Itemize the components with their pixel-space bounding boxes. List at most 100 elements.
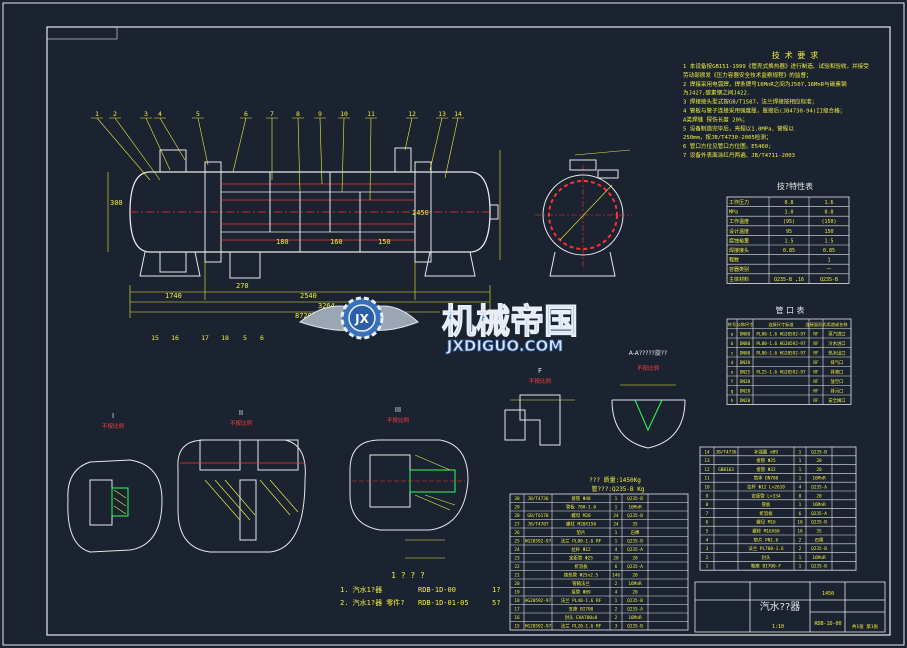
parts-list-cell: 16MnR <box>628 505 642 511</box>
nozzle-cell: b <box>731 341 734 347</box>
nozzle-cell: PL80-1.6 HG20592-97 <box>756 332 806 338</box>
tech-table-value: 0.8 <box>784 200 793 206</box>
parts-list-cell: 35 <box>816 529 822 535</box>
nozzle-cell: d <box>731 360 734 366</box>
parts-list-cell: 24 <box>613 513 619 519</box>
main-dim-texts: 1740 270 2540 8720 3264 180 160 150 300 … <box>110 199 429 320</box>
parts-list-cell: 16 <box>514 615 520 621</box>
parts-list-cell: 补强圈 d89 <box>754 448 778 455</box>
nozzle-cell: c <box>731 352 734 357</box>
dim-text: 300 <box>110 199 123 207</box>
parts-list-cell: 垫片 PN1.6 <box>754 536 779 543</box>
parts-list-cell: Q235-B <box>627 598 643 604</box>
nozzle-header-cell: 公称尺寸 <box>737 321 754 328</box>
parts-list-cell: 2 <box>706 555 709 561</box>
part-callout: 10 <box>340 110 348 118</box>
right-saddle <box>424 251 476 277</box>
parts-list-cell: 12 <box>704 467 710 473</box>
parts-list-cell: HG20592-97 <box>525 624 552 630</box>
parts-list-cell: 24 <box>613 522 619 528</box>
parts-list-cell: 2 <box>615 615 618 621</box>
parts-list-cell: 3 <box>615 624 618 630</box>
parts-list-cell: 16MnR <box>812 555 826 561</box>
detail-3-label: III <box>395 406 401 414</box>
part-callout: 5 <box>243 334 247 342</box>
parts-list-cell: 1 <box>799 502 802 508</box>
dim-text: 180 <box>276 238 289 246</box>
part-callout: 2 <box>113 110 117 118</box>
tech-requirements-list: 1 本设备按GB151-1999《管壳式换热器》进行制造、试验和验收，并接受 劳… <box>683 62 869 159</box>
right-tubesheet <box>414 161 432 263</box>
parts-list-cell: Q235-A <box>811 485 827 491</box>
detail-view-1: I 不按比例 <box>67 412 163 553</box>
part-callout: 9 <box>318 110 322 118</box>
dim-text: 3264 <box>318 302 335 310</box>
parts-list-cell: 3 <box>706 546 709 552</box>
parts-list-cell: 30 <box>514 496 520 502</box>
nozzle-cell: DN20 <box>740 398 751 404</box>
tech-requirement-line: 4 管板与管子连接采用强度胀，胀接后(JB4730-94)II级合格； <box>683 107 845 115</box>
parts-list-cell: 石棉 <box>631 529 640 536</box>
parts-list-cell: 23 <box>514 556 520 562</box>
nozzle-d <box>159 251 187 273</box>
tech-table-label: 焊接接头 <box>729 247 749 254</box>
parts-list-cell: 法兰 PL80-1.6 RF <box>561 538 602 545</box>
parts-list-cell: 2 <box>799 546 802 552</box>
parts-list-cell: 1 <box>615 539 618 545</box>
part-callout: 5 <box>196 110 200 118</box>
nozzle-cell: RF <box>813 360 819 366</box>
tech-table-label: 设计温度 <box>729 228 749 235</box>
nozzle-cell: RF <box>813 341 819 347</box>
nozzle-cell: DN80 <box>740 351 751 357</box>
tech-table-value: 1.6 <box>824 200 833 206</box>
parts-list-cell: 接管 Φ25 <box>756 457 776 464</box>
parts-list-cell: 4 <box>799 485 802 491</box>
part-callout: 13 <box>438 110 446 118</box>
detail-view-f: F 不按比例 <box>504 367 575 446</box>
section-aa-label: A-A?????旋?? <box>629 349 667 357</box>
parts-list-cell: 20 <box>816 458 822 464</box>
parts-list-cell: Q235-A <box>811 511 827 517</box>
nozzle-cell: 蒸汽进口 <box>828 331 845 338</box>
nozzle-table-title: 管 口 表 <box>775 305 804 315</box>
left-tubesheet <box>204 161 222 263</box>
tech-table-value: 1.5 <box>784 238 793 244</box>
title-scale: 1:10 <box>772 624 784 630</box>
dim-text: 2540 <box>300 292 317 300</box>
ref-drawings-title: 1 ? ? ? <box>391 571 425 580</box>
parts-list-cell: Q235-B <box>627 539 643 545</box>
dim-text: 150 <box>378 238 391 246</box>
tech-table-label: 容器类别 <box>729 266 749 273</box>
parts-list-cell: 16MnR <box>628 615 642 621</box>
parts-list-cell: 1 <box>799 449 802 455</box>
parts-list-cell: 6 <box>799 511 802 517</box>
nozzle-cell: 放空口 <box>831 378 844 385</box>
parts-list-cell: 25 <box>514 539 520 545</box>
parts-list-cell: JB/T4707 <box>527 522 549 528</box>
parts-list-cell: 1 <box>615 530 618 536</box>
parts-list-cell: 19 <box>514 590 520 596</box>
tech-requirement-line: 2 焊接采用电弧焊，焊条牌号16MnR之间为J507,16MnR与碳素钢 <box>683 80 847 88</box>
tech-table-label: MPa <box>729 210 738 216</box>
nozzle-cell: DN80 <box>740 341 751 347</box>
parts-list-cell: 法兰 PL40-1.6 RF <box>561 597 602 604</box>
parts-list-cell: 20 <box>632 573 638 579</box>
parts-list-cell: 1 <box>799 555 802 561</box>
parts-list-cell: Q235-B <box>811 520 827 526</box>
nozzle-cell: g <box>731 390 734 395</box>
corner-tag <box>46 26 118 40</box>
detail-2-label: II <box>239 409 243 417</box>
part-callout: 14 <box>454 110 462 118</box>
watermark-name: 机械帝国 <box>442 302 578 342</box>
parts-list-cell: 16 <box>797 529 803 535</box>
callout-leaders <box>96 117 459 201</box>
dim-text: 270 <box>236 282 249 290</box>
parts-list-cell: 2 <box>615 607 618 613</box>
parts-list-cell: 9 <box>706 493 709 499</box>
parts-list-cell: 24 <box>514 547 520 553</box>
tech-requirements-title: 技 术 要 求 <box>772 50 818 60</box>
tech-table-label: 工作压力 <box>729 199 749 206</box>
